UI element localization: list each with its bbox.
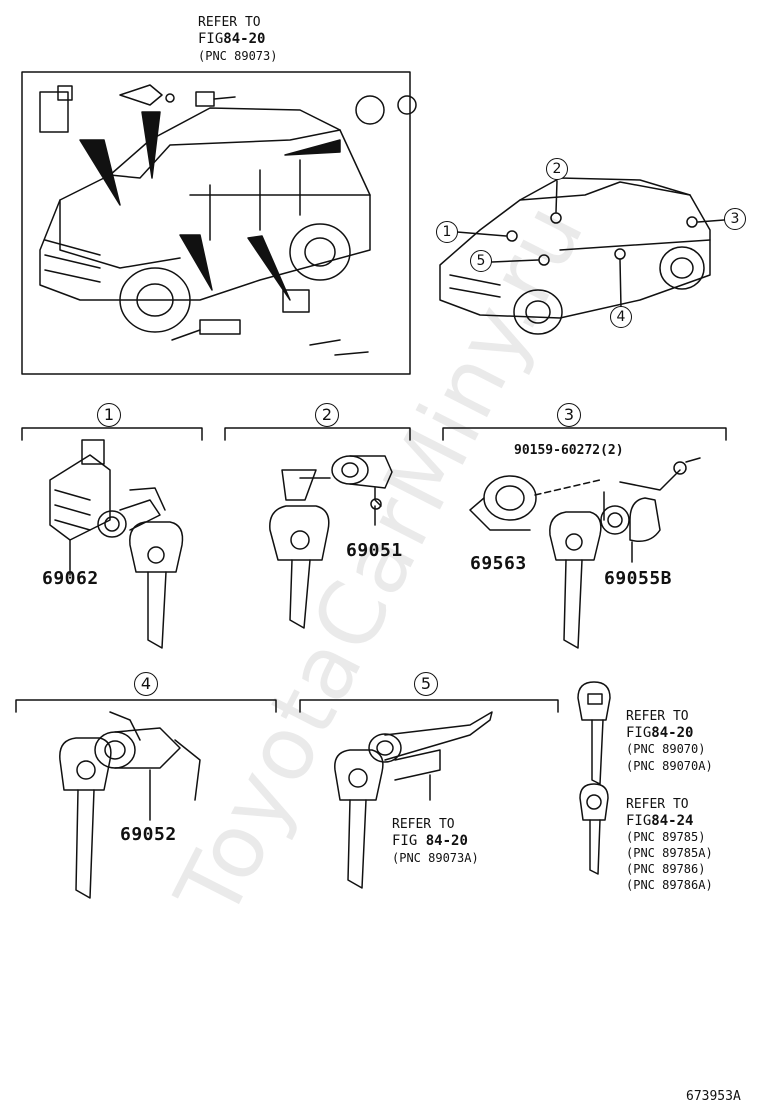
top-ref-pnc: (PNC 89073) bbox=[198, 49, 278, 63]
door-lock-assembly-4 bbox=[59, 711, 201, 899]
side-ref-2-refer: REFER TO bbox=[626, 797, 689, 812]
section-5-refer: REFER TO bbox=[392, 817, 455, 832]
vehicle-illustration-left bbox=[39, 84, 417, 356]
side-ref-1-fig-number: 84-20 bbox=[651, 725, 694, 741]
side-ref-1-fig: FIG84-20 bbox=[626, 726, 693, 740]
index-circle-5: 5 bbox=[470, 250, 492, 272]
door-lock-assembly-2 bbox=[269, 455, 393, 629]
top-ref-fig-number: 84-20 bbox=[223, 31, 266, 47]
index-circle-2: 2 bbox=[546, 158, 568, 180]
section-3-number: 3 bbox=[557, 403, 581, 427]
part-number-69052: 69052 bbox=[120, 824, 177, 845]
section-5-pnc: (PNC 89073A) bbox=[392, 851, 479, 865]
top-ref-refer: REFER TO bbox=[198, 15, 261, 30]
index-circle-4: 4 bbox=[610, 306, 632, 328]
section-4-number: 4 bbox=[134, 672, 158, 696]
side-ref-2-pnc-1: (PNC 89785) bbox=[626, 830, 706, 844]
section-2-number: 2 bbox=[315, 403, 339, 427]
part-number-69563: 69563 bbox=[470, 553, 527, 574]
diagram-code: 673953A bbox=[686, 1089, 741, 1104]
section-brackets bbox=[15, 427, 727, 713]
side-ref-1-pnc-2: (PNC 89070A) bbox=[626, 759, 713, 773]
key-group bbox=[129, 521, 184, 649]
part-number-69051: 69051 bbox=[346, 540, 403, 561]
side-ref-2-fig-prefix: FIG bbox=[626, 813, 652, 829]
index-circle-1: 1 bbox=[436, 221, 458, 243]
side-ref-2-fig-number: 84-24 bbox=[651, 813, 694, 829]
vehicle-frame bbox=[21, 71, 411, 375]
section-5-fig: FIG 84-20 bbox=[392, 834, 468, 848]
section-5-number: 5 bbox=[414, 672, 438, 696]
side-keys bbox=[577, 681, 611, 875]
rear-lock-assembly bbox=[469, 457, 701, 649]
section-5-fig-number: 84-20 bbox=[425, 833, 468, 849]
side-ref-2-fig: FIG84-24 bbox=[626, 814, 693, 828]
door-lock-assembly-5 bbox=[334, 711, 493, 889]
side-ref-1-refer: REFER TO bbox=[626, 709, 689, 724]
section-1-number: 1 bbox=[97, 403, 121, 427]
part-number-69055b: 69055B bbox=[604, 568, 673, 589]
top-ref-fig-prefix: FIG bbox=[198, 31, 224, 47]
side-ref-2-pnc-3: (PNC 89786) bbox=[626, 862, 706, 876]
top-ref-fig: FIG84-20 bbox=[198, 32, 265, 46]
vehicle-illustration-right bbox=[439, 177, 725, 335]
section-5-fig-prefix: FIG bbox=[392, 833, 418, 849]
side-ref-1-fig-prefix: FIG bbox=[626, 725, 652, 741]
side-ref-2-pnc-2: (PNC 89785A) bbox=[626, 846, 713, 860]
hardware-number: 90159-60272(2) bbox=[514, 443, 624, 458]
part-number-69062: 69062 bbox=[42, 568, 99, 589]
index-circle-3: 3 bbox=[724, 208, 746, 230]
side-ref-2-pnc-4: (PNC 89786A) bbox=[626, 878, 713, 892]
ignition-lock-assembly bbox=[49, 439, 184, 649]
side-ref-1-pnc-1: (PNC 89070) bbox=[626, 742, 706, 756]
